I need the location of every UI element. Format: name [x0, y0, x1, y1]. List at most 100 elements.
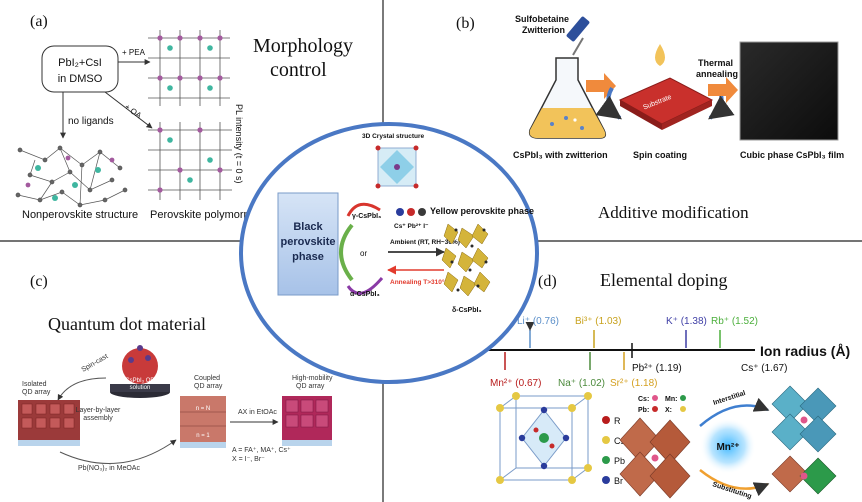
layer-line1: Layer-by-layer	[76, 407, 121, 414]
qd-solution-line1: CsPbI₃ QD	[125, 378, 155, 384]
caption-flask: CsPbI₃ with zwitterion	[513, 150, 608, 160]
panel-c-label: (c)	[30, 273, 48, 290]
yellow-phase-label: Yellow perovskite phase	[430, 206, 534, 216]
n-equals-N: n = N	[196, 406, 211, 412]
precursor-box	[41, 45, 119, 93]
rb-label: Rb⁺ (1.52)	[711, 316, 758, 327]
precursor-line2: in DMSO	[58, 73, 103, 85]
pbno3-label: Pb(NO₃)₂ in MeOAc	[78, 465, 140, 472]
sr-label: Sr²⁺ (1.18)	[610, 378, 658, 389]
pb-label: Pb²⁺ (1.19)	[632, 363, 682, 374]
k-label: K⁺ (1.38)	[666, 316, 707, 327]
thermal-line1: Thermal	[698, 58, 733, 68]
delta-phase-structure	[441, 223, 491, 297]
atom-key: Cs: Mn: Pb: X:	[638, 395, 686, 414]
isolated-line1: Isolated	[22, 381, 47, 388]
gamma-label: γ-CsPbI₃	[352, 213, 381, 220]
legend-cs-dot	[602, 436, 610, 444]
alpha-arc	[346, 277, 384, 295]
crystal-label: 3D Crystal structure	[362, 133, 425, 140]
spin-cast-arrow	[57, 377, 107, 401]
interstitial-label: Interstitial	[712, 390, 746, 407]
li-label: Li⁺ (0.76)	[517, 316, 559, 327]
cs-label: Cs⁺ (1.67)	[741, 363, 787, 374]
spin-cast-label: Spin-cast	[81, 353, 110, 374]
lattice-atoms	[496, 392, 592, 484]
crystal-cube	[375, 145, 419, 189]
pl-axis-label: PL intensity (t = 0 s)	[234, 104, 244, 183]
key-cs: Cs:	[638, 396, 649, 403]
legend-br: Br	[614, 476, 623, 486]
panel-b: (b) Sulfobetaine Zwitterion CsPbI₃ with …	[456, 14, 844, 222]
high-mobility-qd-array	[282, 396, 332, 446]
isolated-qd-array	[18, 400, 80, 446]
panel-a-title-line2: control	[270, 59, 327, 81]
perovskite-top-atoms	[157, 35, 223, 81]
bi-label: Bi³⁺ (1.03)	[575, 316, 621, 327]
zwitterion-line2: Zwitterion	[522, 25, 565, 35]
na-label: Na⁺ (1.02)	[558, 378, 605, 389]
panel-a-label: (a)	[30, 13, 48, 30]
panel-a-title-line1: Morphology	[253, 35, 353, 57]
flask-icon	[528, 57, 607, 139]
center-ring: 3D Crystal structure Black perovskite ph…	[239, 122, 539, 384]
substituting-result	[771, 455, 837, 495]
black-line1: Black	[293, 221, 323, 233]
host-octahedra	[619, 417, 691, 499]
ax-label: AX in EtOAc	[238, 409, 277, 416]
substituting-arrow	[699, 469, 770, 497]
black-line3: phase	[292, 251, 324, 263]
ion-radius-label: Ion radius (Å)	[760, 343, 850, 359]
perovskite-grid-top	[148, 30, 230, 106]
panel-d: (d) Elemental doping Ion radius (Å) Li⁺ …	[488, 270, 850, 501]
mn-center-label: Mn²⁺	[716, 442, 739, 453]
no-ligands-label: no ligands	[68, 116, 114, 127]
a-ions-label: A = FA⁺, MA⁺, Cs⁺	[232, 447, 291, 454]
coupled-qd-array	[180, 396, 226, 448]
interstitial-arrow	[699, 397, 770, 427]
mobility-line1: High-mobility	[292, 375, 333, 382]
thermal-line2: annealing	[696, 69, 738, 79]
ambient-label: Ambient (RT, RH~30%)	[390, 239, 460, 246]
mobility-line2: QD array	[296, 383, 325, 390]
film-image	[739, 41, 839, 141]
legend-pb: Pb	[614, 456, 625, 466]
substituting-label: Substituting	[711, 481, 752, 500]
delta-phase-atoms	[450, 228, 488, 292]
dropper-icon	[566, 16, 590, 56]
key-mn: Mn:	[665, 396, 677, 403]
coupled-line1: Coupled	[194, 375, 220, 382]
mn-label: Mn²⁺ (0.67)	[490, 378, 541, 389]
caption-film: Cubic phase CsPbI₃ film	[740, 150, 844, 160]
pea-label: + PEA	[122, 48, 146, 57]
arrow-to-substrate	[586, 73, 616, 99]
panel-d-title: Elemental doping	[600, 270, 727, 290]
n-equals-1: n = 1	[196, 433, 210, 439]
mn-glow	[700, 418, 756, 474]
oa-label: + OA	[123, 102, 144, 120]
ions-label: Cs⁺ Pb²⁺ I⁻	[394, 223, 429, 230]
black-line2: perovskite	[280, 236, 335, 248]
precursor-line1: PbI₂+CsI	[58, 57, 102, 69]
black-phase-box	[277, 192, 339, 296]
drop-icon	[655, 44, 665, 66]
perovskite-caption: Perovskite polymorphs	[150, 209, 262, 221]
annealing-label: Annealing T>310°C	[390, 278, 449, 286]
oa-arrow	[104, 91, 153, 129]
arrow-to-film	[708, 77, 738, 103]
spin-arrow-left	[595, 86, 622, 120]
panel-b-label: (b)	[456, 15, 475, 32]
delta-label: δ-CsPbI₃	[452, 307, 482, 314]
gamma-arc	[346, 202, 381, 217]
panel-c: (c) Quantum dot material CsPbI₃ QD solut…	[18, 273, 333, 472]
or-label: or	[360, 249, 367, 258]
qd-solution-line2: solution	[130, 385, 151, 391]
legend-pb-dot	[602, 456, 610, 464]
panel-b-title: Additive modification	[598, 203, 749, 222]
legend-r: R	[614, 416, 621, 426]
qd-solution-icon	[110, 345, 170, 398]
panel-a: (a) Morphology control PbI₂+CsI in DMSO …	[15, 13, 353, 221]
legend-r-dot	[602, 416, 610, 424]
key-pb: Pb:	[638, 407, 649, 414]
